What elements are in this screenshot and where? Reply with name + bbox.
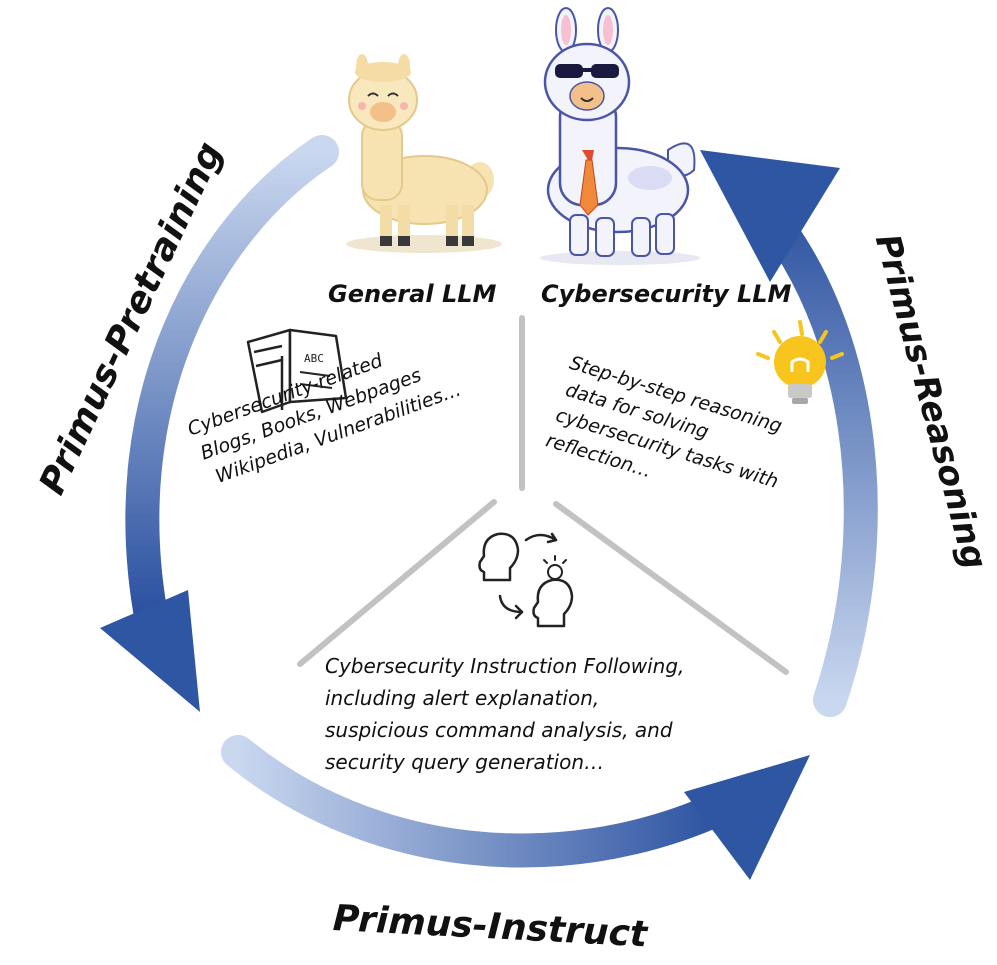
segment-dividers xyxy=(297,315,789,675)
cybersecurity-llm-label: Cybersecurity LLM xyxy=(541,280,792,308)
instruct-line-1: Cybersecurity Instruction Following, xyxy=(325,654,685,678)
reasoning-arrow xyxy=(700,150,878,717)
instruct-line-3: suspicious command analysis, and xyxy=(325,718,673,742)
book-label: ABC xyxy=(304,352,324,365)
open-book-icon: ABC xyxy=(246,328,348,414)
general-llm-label: General LLM xyxy=(328,280,497,308)
instruct-description: Cybersecurity Instruction Following, inc… xyxy=(325,650,684,778)
lightbulb-icon xyxy=(756,320,844,404)
instruct-line-2: including alert explanation, xyxy=(325,686,600,710)
instruct-line-4: security query generation… xyxy=(325,750,605,774)
two-heads-exchange-icon xyxy=(478,532,574,628)
beige-llama-icon xyxy=(346,54,502,253)
pretraining-arrow xyxy=(100,135,339,712)
instruct-arrow xyxy=(221,735,810,880)
white-llama-with-sunglasses-and-tie-icon xyxy=(540,7,700,265)
